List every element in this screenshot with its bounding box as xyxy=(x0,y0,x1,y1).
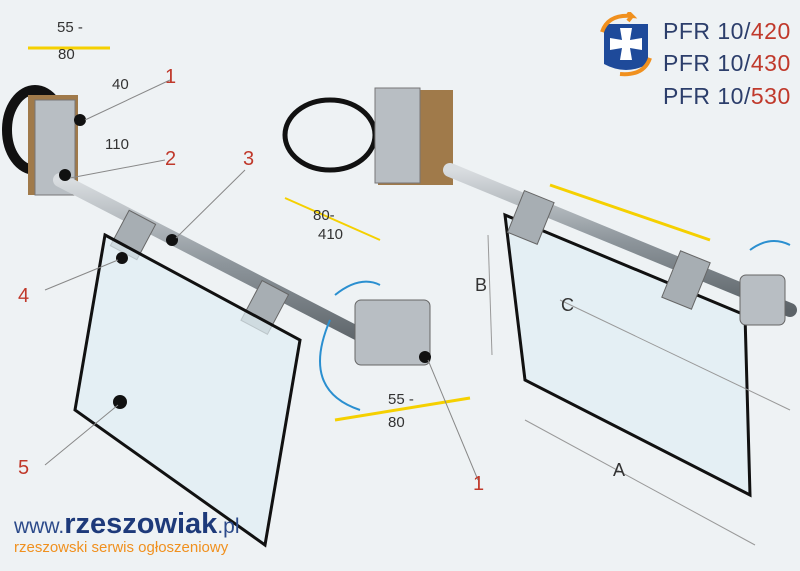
dim-c: C xyxy=(561,295,574,315)
dim-a: A xyxy=(613,460,626,480)
callout-2: 2 xyxy=(165,148,177,170)
watermark-www: www. xyxy=(14,515,65,538)
dim-height: 110 xyxy=(105,136,129,153)
watermark-tagline: rzeszowski serwis ogłoszeniowy xyxy=(14,539,229,556)
dim-b: B xyxy=(475,275,488,295)
clamp xyxy=(506,189,555,245)
glass-pane-left xyxy=(73,232,302,548)
rod-left xyxy=(53,173,387,352)
dim-range-top: 80- xyxy=(313,207,335,224)
watermark-tld: .pl xyxy=(217,515,240,538)
dim-range-bottom: 410 xyxy=(318,226,344,243)
callout-4: 4 xyxy=(18,285,30,307)
dim-width-top: 55 - xyxy=(57,19,83,36)
right-assembly xyxy=(282,87,797,546)
dim-offset: 40 xyxy=(112,76,129,93)
rod-right xyxy=(443,163,797,317)
end-bracket xyxy=(739,274,786,326)
bracket-right xyxy=(354,299,431,366)
clamp xyxy=(661,250,711,310)
callout-3: 3 xyxy=(243,148,255,170)
dim-width-bottom: 80 xyxy=(58,46,75,63)
product-code-3: PFR 10/530 xyxy=(663,83,791,109)
bracket xyxy=(374,87,421,184)
glass-pane-right xyxy=(503,212,752,498)
callout-1b: 1 xyxy=(473,473,485,495)
watermark-name: rzeszowiak xyxy=(64,508,218,540)
dim-width2-bottom: 80 xyxy=(388,414,405,431)
watermark: www.rzeszowiak.pl rzeszowski serwis ogło… xyxy=(14,508,240,556)
product-code-2: PFR 10/430 xyxy=(663,50,791,76)
product-code-1: PFR 10/420 xyxy=(663,18,791,44)
rzeszowiak-logo-icon xyxy=(600,12,652,77)
callout-5: 5 xyxy=(18,457,30,479)
dim-width2-top: 55 - xyxy=(388,391,414,408)
left-assembly xyxy=(2,46,479,548)
callout-1: 1 xyxy=(165,66,177,88)
cable-coil xyxy=(282,97,378,173)
